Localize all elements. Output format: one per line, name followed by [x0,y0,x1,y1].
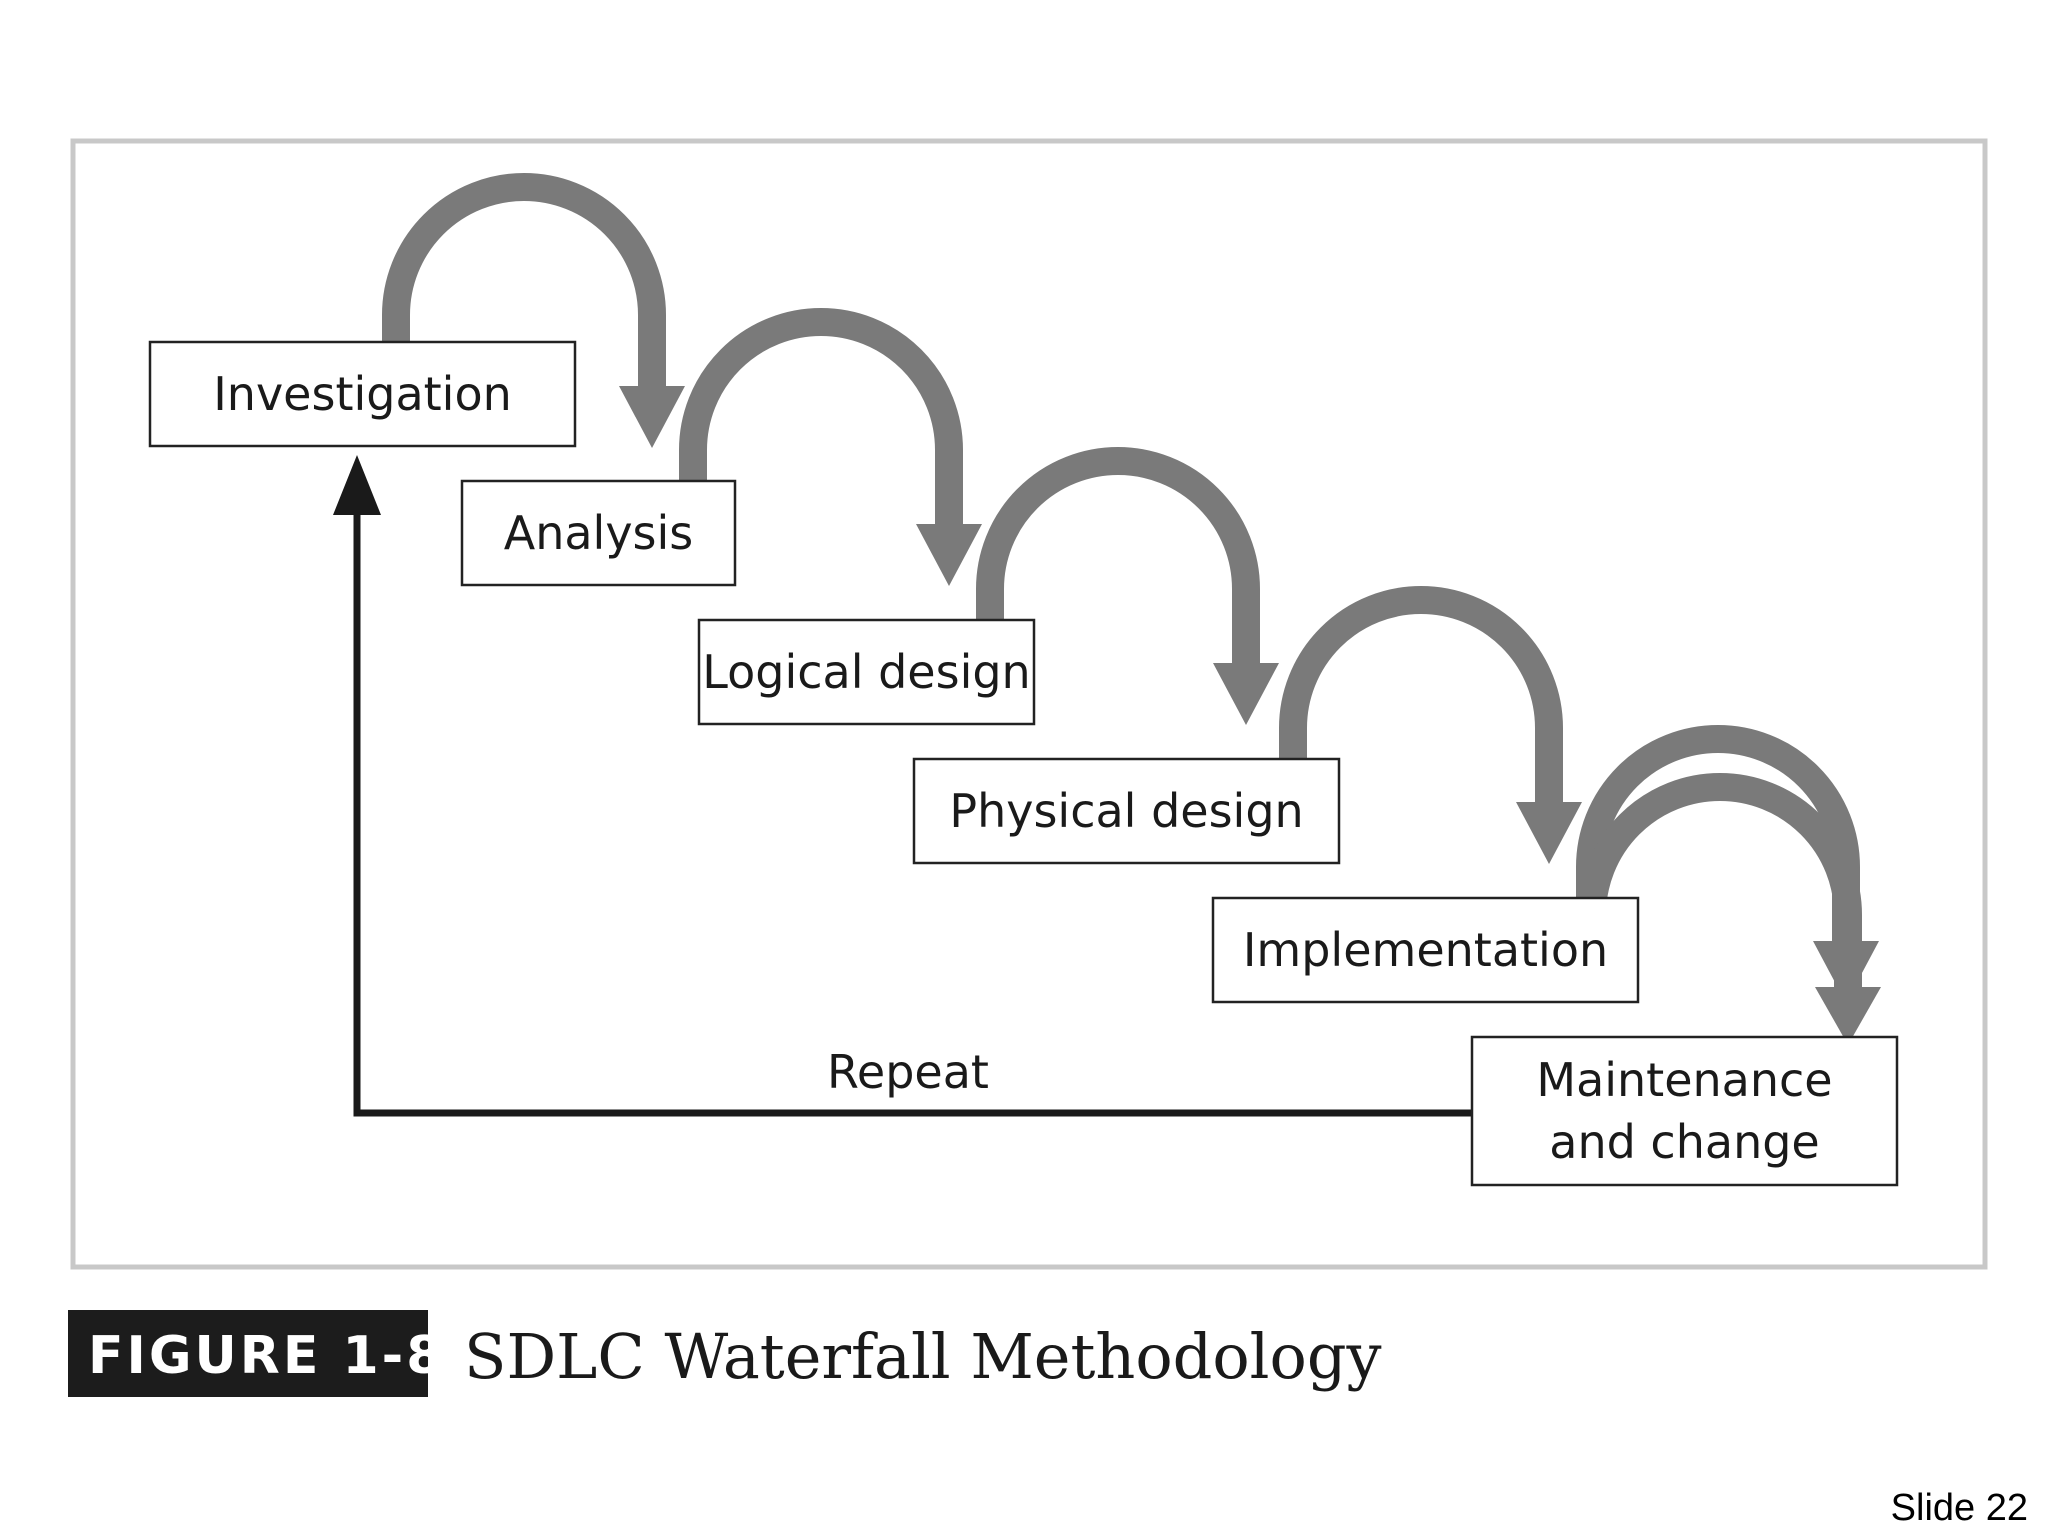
stage-5: Implementation [1211,896,1640,1004]
stage-3: Logical design [697,618,1036,726]
flow-arrowhead-4 [1516,802,1582,864]
repeat-loop: Repeat [333,455,1472,1117]
stage-box [912,757,1341,865]
stage-label: Maintenance [1536,1053,1832,1107]
stage-6: Maintenance and change [1470,1035,1899,1187]
flow-arrow-1 [382,173,666,390]
stage-4: Physical design [912,757,1341,865]
flow-arrow-5 [1576,725,1860,945]
stage-label: Implementation [1243,923,1608,977]
flow-arrow-2 [679,308,963,528]
stage-box [697,618,1036,726]
repeat-line [353,505,1472,1117]
stage-box [148,340,577,448]
flow-arrowhead-2 [916,524,982,586]
repeat-label: Repeat [827,1045,989,1099]
stage-label: Logical design [702,645,1030,699]
flow-arrow-6 [1578,773,1862,991]
figure-title: SDLC Waterfall Methodology [464,1320,1382,1393]
stage-1: Investigation [148,340,577,448]
stage-box [460,479,737,587]
stage-label: Analysis [504,506,694,560]
flow-arrowhead-3 [1213,663,1279,725]
stage-2: Analysis [460,479,737,587]
flow-arrowhead-1 [619,386,685,448]
stage-box [1470,1035,1899,1187]
flow-arrows [382,173,1881,1045]
slide-number: Slide 22 [1891,1487,2028,1529]
repeat-arrowhead [333,455,381,515]
stage-box [1211,896,1640,1004]
figure-label-badge [68,1310,428,1397]
figure-caption: FIGURE 1-8 SDLC Waterfall Methodology [68,1310,1382,1397]
stage-label: and change [1549,1115,1819,1169]
flow-arrowhead-6 [1815,987,1881,1045]
figure-label: FIGURE 1-8 [88,1326,445,1386]
flow-arrow-3 [976,447,1260,667]
flow-arrow-4 [1279,586,1563,806]
stage-label: Physical design [949,784,1303,838]
stage-label: Investigation [213,367,512,421]
